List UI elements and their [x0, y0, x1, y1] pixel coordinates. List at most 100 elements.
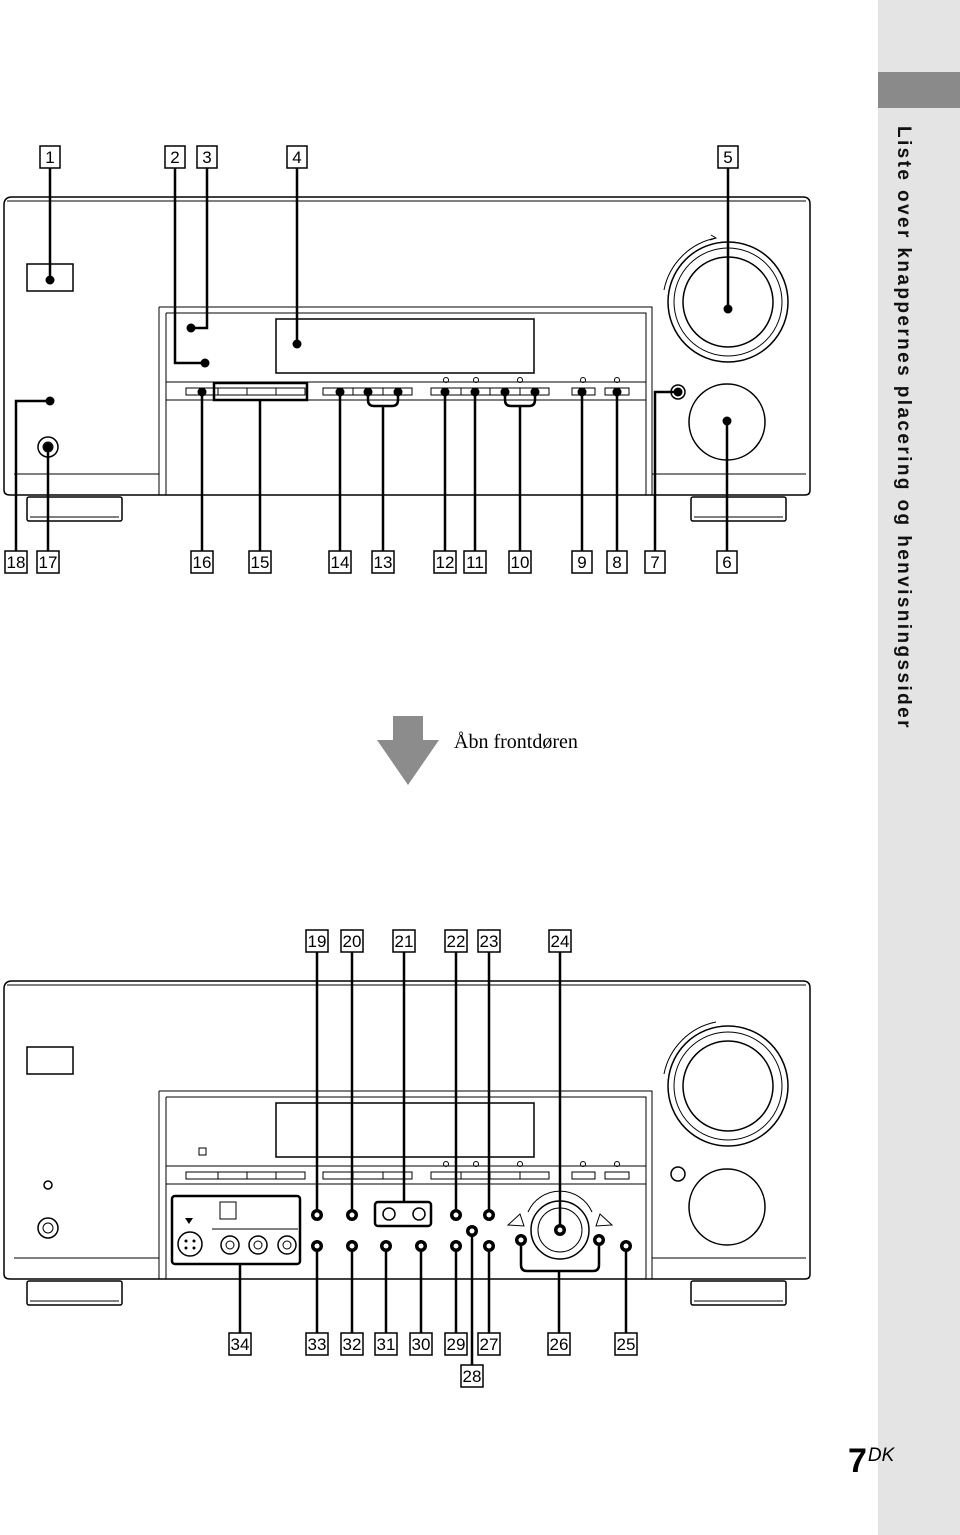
svg-text:30: 30 [412, 1335, 431, 1354]
strip-button[interactable] [246, 387, 277, 396]
callout-15: 15 [248, 550, 272, 574]
svg-text:10: 10 [511, 553, 530, 572]
callout-30: 30 [409, 1332, 433, 1356]
input-selector-group [212, 381, 309, 402]
input-selector-knob[interactable] [688, 1168, 766, 1246]
svg-text:15: 15 [251, 553, 270, 572]
strip-button[interactable] [217, 387, 248, 396]
side-heading: Liste over knappernes placering og henvi… [893, 126, 914, 730]
callout-23: 23 [477, 929, 501, 953]
callout-13: 13 [371, 550, 395, 574]
svg-text:6: 6 [722, 553, 731, 572]
phones-jack[interactable] [37, 1217, 59, 1239]
callout-10: 10 [508, 550, 532, 574]
strip-button[interactable] [275, 387, 306, 396]
svg-text:7: 7 [650, 553, 659, 572]
svg-text:31: 31 [377, 1335, 396, 1354]
callout-7: 7 [644, 550, 666, 574]
callout-8: 8 [606, 550, 628, 574]
strip-button[interactable] [217, 1171, 248, 1180]
svg-text:11: 11 [466, 553, 484, 572]
callout-27: 27 [477, 1332, 501, 1356]
svg-text:1: 1 [45, 148, 54, 167]
svg-text:3: 3 [202, 148, 211, 167]
svg-text:18: 18 [7, 553, 26, 572]
left-foot [26, 496, 123, 522]
sidebar-band [878, 0, 960, 1535]
callout-18: 18 [4, 550, 28, 574]
page-number-digit: 7 [848, 1442, 867, 1480]
callout-2: 2 [164, 145, 186, 169]
callout-16: 16 [190, 550, 214, 574]
svg-text:21: 21 [395, 932, 414, 951]
svg-text:17: 17 [39, 553, 58, 572]
callout-33: 33 [305, 1332, 329, 1356]
svg-text:13: 13 [374, 553, 393, 572]
callout-4: 4 [286, 145, 308, 169]
open-door-arrow [377, 716, 439, 785]
video-input-group [170, 1194, 302, 1266]
front-door-recess [158, 306, 653, 495]
sidebar-tab-marker [878, 72, 960, 108]
front-door-recess [158, 1090, 653, 1279]
strip-button[interactable] [185, 1171, 219, 1180]
sensor-window [198, 1147, 207, 1156]
strip-button[interactable] [519, 1171, 550, 1180]
strip-button[interactable] [571, 1171, 596, 1180]
display-window [275, 318, 535, 374]
callout-22: 22 [444, 929, 468, 953]
receiver-front-closed: 1 2 3 4 5 [3, 145, 811, 574]
indicator-led [614, 377, 620, 383]
pair-button-left[interactable] [382, 1207, 396, 1221]
strip-button[interactable] [246, 1171, 277, 1180]
pair-button-right[interactable] [412, 1207, 426, 1221]
callout-12: 12 [433, 550, 457, 574]
svg-text:32: 32 [343, 1335, 362, 1354]
svg-text:9: 9 [577, 553, 586, 572]
right-arrow-button[interactable] [595, 1213, 614, 1227]
callout-5: 5 [717, 145, 739, 169]
optical-input[interactable] [219, 1201, 237, 1220]
callout-14: 14 [328, 550, 352, 574]
callout-3: 3 [196, 145, 218, 169]
round-button[interactable] [670, 1166, 686, 1182]
audio-left-jack[interactable] [248, 1235, 268, 1255]
strip-button[interactable] [460, 1171, 491, 1180]
svg-text:23: 23 [480, 932, 499, 951]
callout-31: 31 [374, 1332, 398, 1356]
callout-25: 25 [614, 1332, 638, 1356]
power-button[interactable] [26, 1046, 74, 1075]
svg-text:14: 14 [331, 553, 350, 572]
callout-17: 17 [36, 550, 60, 574]
svg-text:27: 27 [480, 1335, 499, 1354]
callout-1: 1 [39, 145, 61, 169]
strip-button[interactable] [352, 1171, 384, 1180]
chassis-outline [3, 980, 811, 1280]
callout-26: 26 [547, 1332, 571, 1356]
left-foot [26, 1280, 123, 1306]
indicator-led [473, 377, 479, 383]
callout-9: 9 [571, 550, 593, 574]
left-arrow-button[interactable] [506, 1213, 525, 1227]
svg-text:20: 20 [343, 932, 362, 951]
s-video-jack[interactable] [177, 1231, 203, 1257]
svg-text:26: 26 [550, 1335, 569, 1354]
svg-text:24: 24 [551, 932, 570, 951]
strip-button[interactable] [322, 1171, 354, 1180]
strip-button[interactable] [275, 1171, 306, 1180]
strip-button[interactable] [489, 1171, 521, 1180]
callout-6: 6 [716, 550, 738, 574]
strip-button[interactable] [382, 1171, 413, 1180]
callout-28: 28 [460, 1364, 484, 1388]
callout-20: 20 [340, 929, 364, 953]
indicator-led [580, 377, 586, 383]
video-jack[interactable] [220, 1235, 240, 1255]
master-volume-knob[interactable] [667, 1025, 789, 1147]
svg-text:25: 25 [617, 1335, 636, 1354]
strip-button[interactable] [604, 1171, 630, 1180]
page-number-suffix: DK [867, 1445, 895, 1466]
audio-right-jack[interactable] [277, 1235, 297, 1255]
power-indicator [43, 1180, 53, 1190]
svg-text:5: 5 [723, 148, 732, 167]
